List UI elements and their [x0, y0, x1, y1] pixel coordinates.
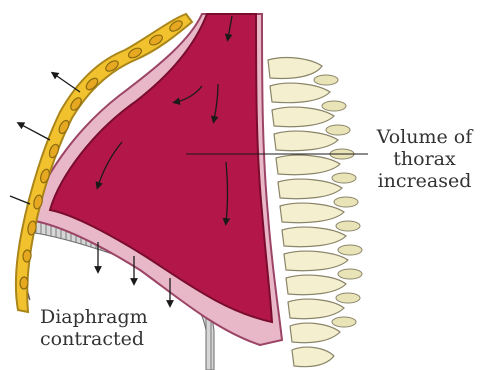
diaphragm-label-line1: Diaphragm	[40, 306, 200, 328]
diaphragm-label-line2: contracted	[40, 328, 200, 350]
diaphragm-label: Diaphragm contracted	[40, 306, 200, 350]
volume-label-line2: thorax	[352, 148, 497, 170]
volume-label-line1: Volume of	[352, 126, 497, 148]
volume-label-line3: increased	[352, 170, 497, 192]
volume-label: Volume of thorax increased	[352, 126, 497, 192]
